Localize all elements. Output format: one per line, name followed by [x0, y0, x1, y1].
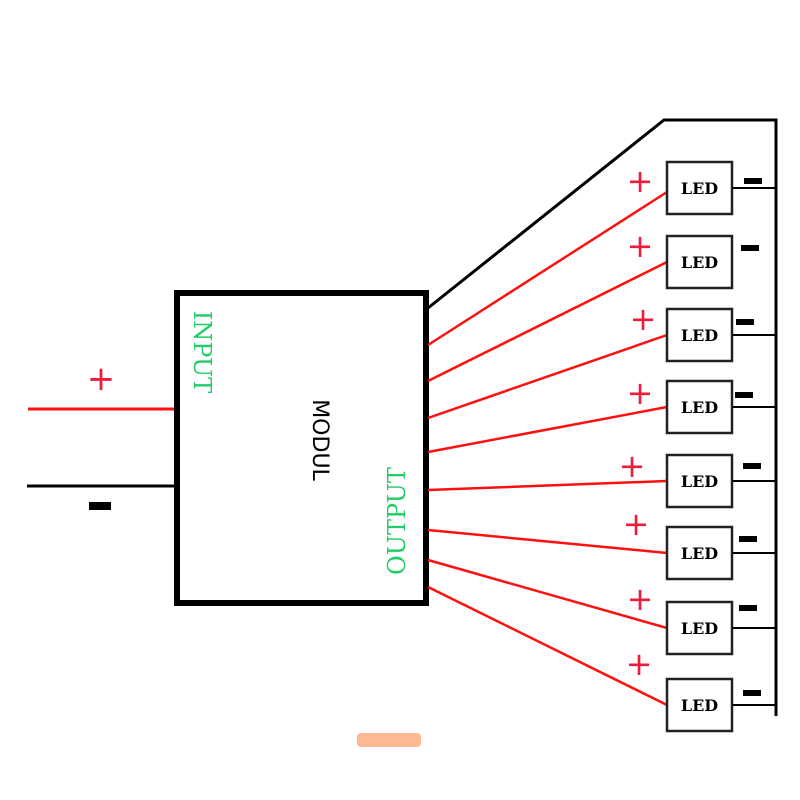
led-unit: LED + [427, 160, 776, 347]
led-plus-sign: + [619, 447, 646, 485]
output-positive-wire [427, 260, 668, 383]
output-positive-wire [427, 405, 668, 454]
led-unit: LED + [427, 374, 776, 454]
negative-return-wire [427, 118, 778, 716]
output-label: OUTPUT [383, 467, 411, 575]
led-plus-sign: + [630, 300, 657, 338]
led-box [665, 379, 734, 435]
led-minus-sign [741, 245, 759, 251]
led-label: LED [681, 619, 718, 638]
module-label: MODUL [307, 399, 332, 481]
led-minus-sign [743, 463, 761, 469]
led-box [665, 677, 734, 733]
led-box [665, 160, 734, 216]
led-label: LED [681, 326, 718, 345]
led-label: LED [681, 544, 718, 563]
led-label: LED [681, 398, 718, 417]
led-minus-sign [743, 690, 761, 696]
output-positive-wire [427, 190, 668, 347]
led-unit: LED + [427, 447, 776, 509]
led-box [665, 600, 734, 656]
led-minus-sign [736, 319, 754, 325]
led-label: LED [681, 472, 718, 491]
led-unit: LED + [427, 300, 776, 420]
led-minus-sign [739, 536, 757, 542]
led-box [665, 234, 734, 290]
led-box [665, 453, 734, 509]
output-positive-wire [427, 558, 668, 630]
output-positive-wire [427, 528, 668, 555]
led-unit: LED + [427, 505, 776, 581]
module-box [174, 290, 429, 606]
led-plus-sign: + [626, 645, 653, 683]
led-unit: LED + [427, 227, 759, 383]
output-positive-wire [427, 333, 668, 420]
led-plus-sign: + [627, 580, 654, 618]
led-plus-sign: + [623, 505, 650, 543]
led-label: LED [681, 696, 718, 715]
led-plus-sign: + [627, 162, 654, 200]
input-negative-sign [89, 502, 111, 510]
input-positive-sign: + [87, 359, 116, 399]
led-label: LED [681, 253, 718, 272]
led-label: LED [681, 179, 718, 198]
led-unit: LED + [427, 558, 776, 656]
led-plus-sign: + [627, 374, 654, 412]
output-positive-wire [427, 479, 668, 492]
led-minus-sign [739, 605, 757, 611]
led-minus-sign [735, 392, 753, 398]
led-plus-sign: + [627, 227, 654, 265]
led-unit: LED + [427, 585, 776, 733]
bottom-tab[interactable] [357, 733, 421, 747]
led-minus-sign [744, 178, 762, 184]
input-label: INPUT [188, 311, 216, 393]
output-positive-wire [427, 585, 668, 707]
